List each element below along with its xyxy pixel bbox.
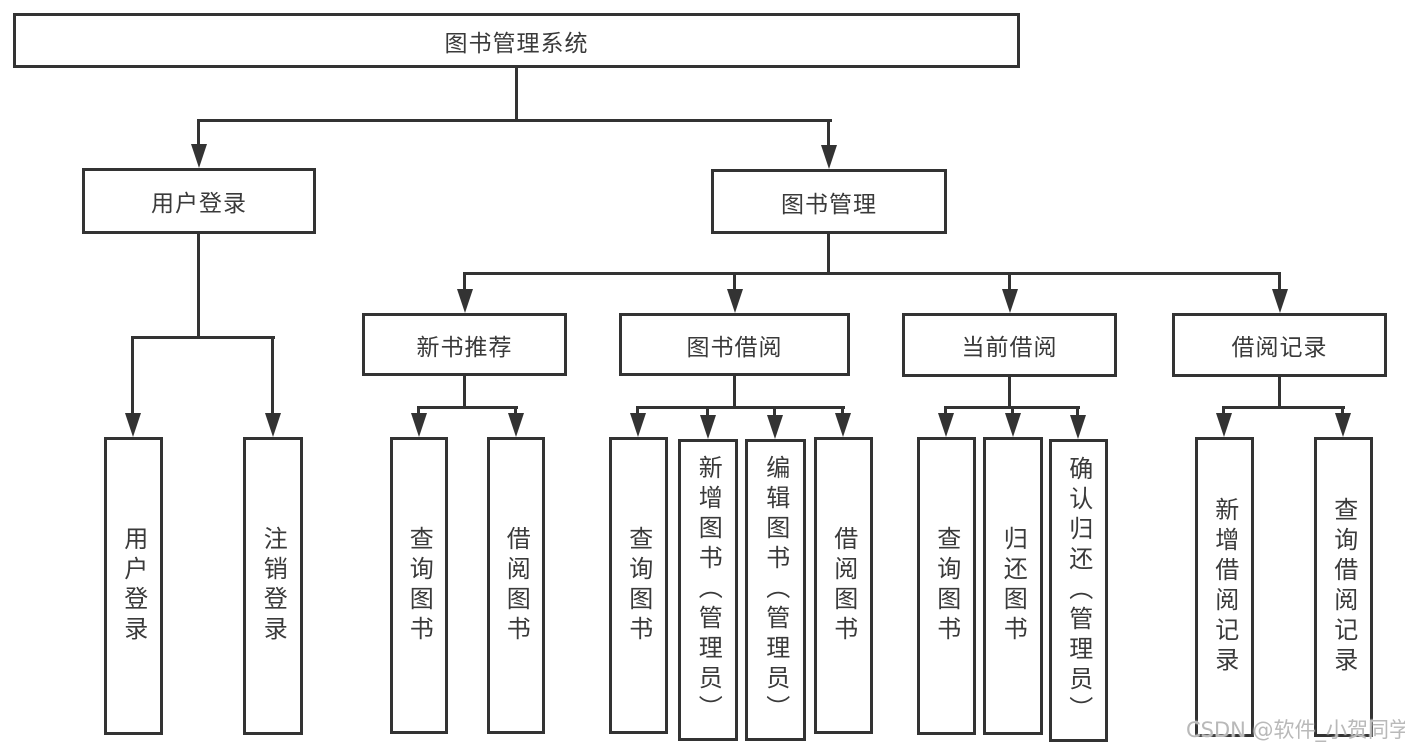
- node-label: 编辑图书（管理员）: [761, 455, 790, 725]
- connector-line: [733, 376, 736, 408]
- node-current-borrowing: 当前借阅: [902, 313, 1117, 377]
- connector-line: [944, 406, 947, 415]
- connector-line: [197, 234, 200, 339]
- node-label: 新书推荐: [416, 334, 513, 361]
- node-label: 查询图书: [405, 525, 434, 646]
- leaf-return-books: 归还图书: [983, 437, 1043, 735]
- node-label: 借阅记录: [1231, 335, 1328, 361]
- node-label: 借阅图书: [502, 525, 531, 646]
- arrow-down-icon: [191, 144, 207, 168]
- node-label: 借阅图书: [829, 525, 858, 646]
- connector-line: [827, 119, 830, 147]
- leaf-add-borrow-record: 新增借阅记录: [1195, 437, 1254, 737]
- node-label: 用户登录: [119, 526, 148, 646]
- connector-line: [417, 406, 518, 409]
- connector-line: [1278, 272, 1281, 291]
- connector-line: [197, 119, 832, 122]
- connector-line: [1008, 272, 1011, 291]
- node-label: 查询图书: [624, 525, 653, 646]
- arrow-down-icon: [1272, 289, 1288, 313]
- leaf-confirm-return-admin: 确认归还（管理员）: [1049, 439, 1108, 742]
- arrow-down-icon: [1005, 413, 1021, 437]
- arrow-down-icon: [1335, 413, 1351, 437]
- connector-line: [515, 68, 518, 120]
- node-label: 用户登录: [151, 191, 247, 217]
- arrow-down-icon: [700, 415, 716, 439]
- arrow-down-icon: [508, 413, 524, 437]
- connector-line: [131, 336, 275, 339]
- node-label: 新增借阅记录: [1210, 497, 1239, 677]
- node-new-book-recommendation: 新书推荐: [362, 313, 567, 376]
- connector-line: [1278, 377, 1281, 408]
- arrow-down-icon: [125, 413, 141, 437]
- node-user-login: 用户登录: [82, 168, 316, 234]
- node-label: 确认归还（管理员）: [1064, 455, 1093, 726]
- leaf-borrow-books-1: 借阅图书: [487, 437, 545, 734]
- connector-line: [197, 119, 200, 146]
- leaf-query-books-2: 查询图书: [609, 437, 668, 734]
- arrow-down-icon: [835, 413, 851, 437]
- connector-line: [514, 406, 517, 415]
- node-label: 图书借阅: [686, 334, 783, 361]
- leaf-logout: 注销登录: [243, 437, 303, 735]
- arrow-down-icon: [630, 413, 646, 437]
- connector-line: [1222, 406, 1225, 415]
- node-label: 图书管理: [781, 191, 877, 218]
- connector-line: [1008, 377, 1011, 408]
- arrow-down-icon: [457, 289, 473, 313]
- connector-line: [1076, 406, 1079, 417]
- node-book-borrowing: 图书借阅: [619, 313, 850, 376]
- connector-line: [773, 406, 776, 417]
- leaf-query-borrow-record: 查询借阅记录: [1314, 437, 1373, 737]
- connector-line: [463, 376, 466, 408]
- arrow-down-icon: [411, 413, 427, 437]
- node-label: 归还图书: [999, 526, 1028, 646]
- leaf-borrow-books-2: 借阅图书: [814, 437, 873, 734]
- connector-line: [417, 406, 420, 415]
- arrow-down-icon: [265, 413, 281, 437]
- leaf-query-books-3: 查询图书: [917, 437, 976, 735]
- node-label: 新增图书（管理员）: [694, 455, 723, 725]
- connector-line: [463, 272, 466, 291]
- connector-line: [636, 406, 845, 409]
- node-book-management: 图书管理: [711, 169, 947, 234]
- connector-line: [463, 272, 1281, 275]
- leaf-add-books-admin: 新增图书（管理员）: [678, 439, 738, 741]
- connector-line: [827, 234, 830, 275]
- connector-line: [841, 406, 844, 415]
- connector-line: [636, 406, 639, 415]
- connector-line: [1011, 406, 1014, 415]
- arrow-down-icon: [727, 289, 743, 313]
- connector-line: [271, 336, 274, 415]
- node-library-management-system: 图书管理系统: [13, 13, 1020, 68]
- node-label: 查询借阅记录: [1329, 497, 1358, 677]
- node-label: 注销登录: [259, 526, 288, 646]
- arrow-down-icon: [1216, 413, 1232, 437]
- connector-line: [1341, 406, 1344, 415]
- connector-line: [706, 406, 709, 417]
- leaf-edit-books-admin: 编辑图书（管理员）: [745, 439, 806, 741]
- leaf-query-books-1: 查询图书: [390, 437, 448, 734]
- csdn-watermark: CSDN @软件_小贺同学: [1186, 718, 1405, 742]
- node-label: 查询图书: [932, 526, 961, 646]
- arrow-down-icon: [767, 415, 783, 439]
- arrow-down-icon: [938, 413, 954, 437]
- node-borrowing-records: 借阅记录: [1172, 313, 1387, 377]
- connector-line: [733, 272, 736, 291]
- connector-line: [1222, 406, 1345, 409]
- arrow-down-icon: [1002, 289, 1018, 313]
- node-label: 当前借阅: [961, 335, 1058, 361]
- connector-line: [131, 336, 134, 415]
- arrow-down-icon: [1070, 415, 1086, 439]
- node-label: 图书管理系统: [444, 30, 589, 57]
- leaf-user-login: 用户登录: [104, 437, 163, 735]
- arrow-down-icon: [821, 145, 837, 169]
